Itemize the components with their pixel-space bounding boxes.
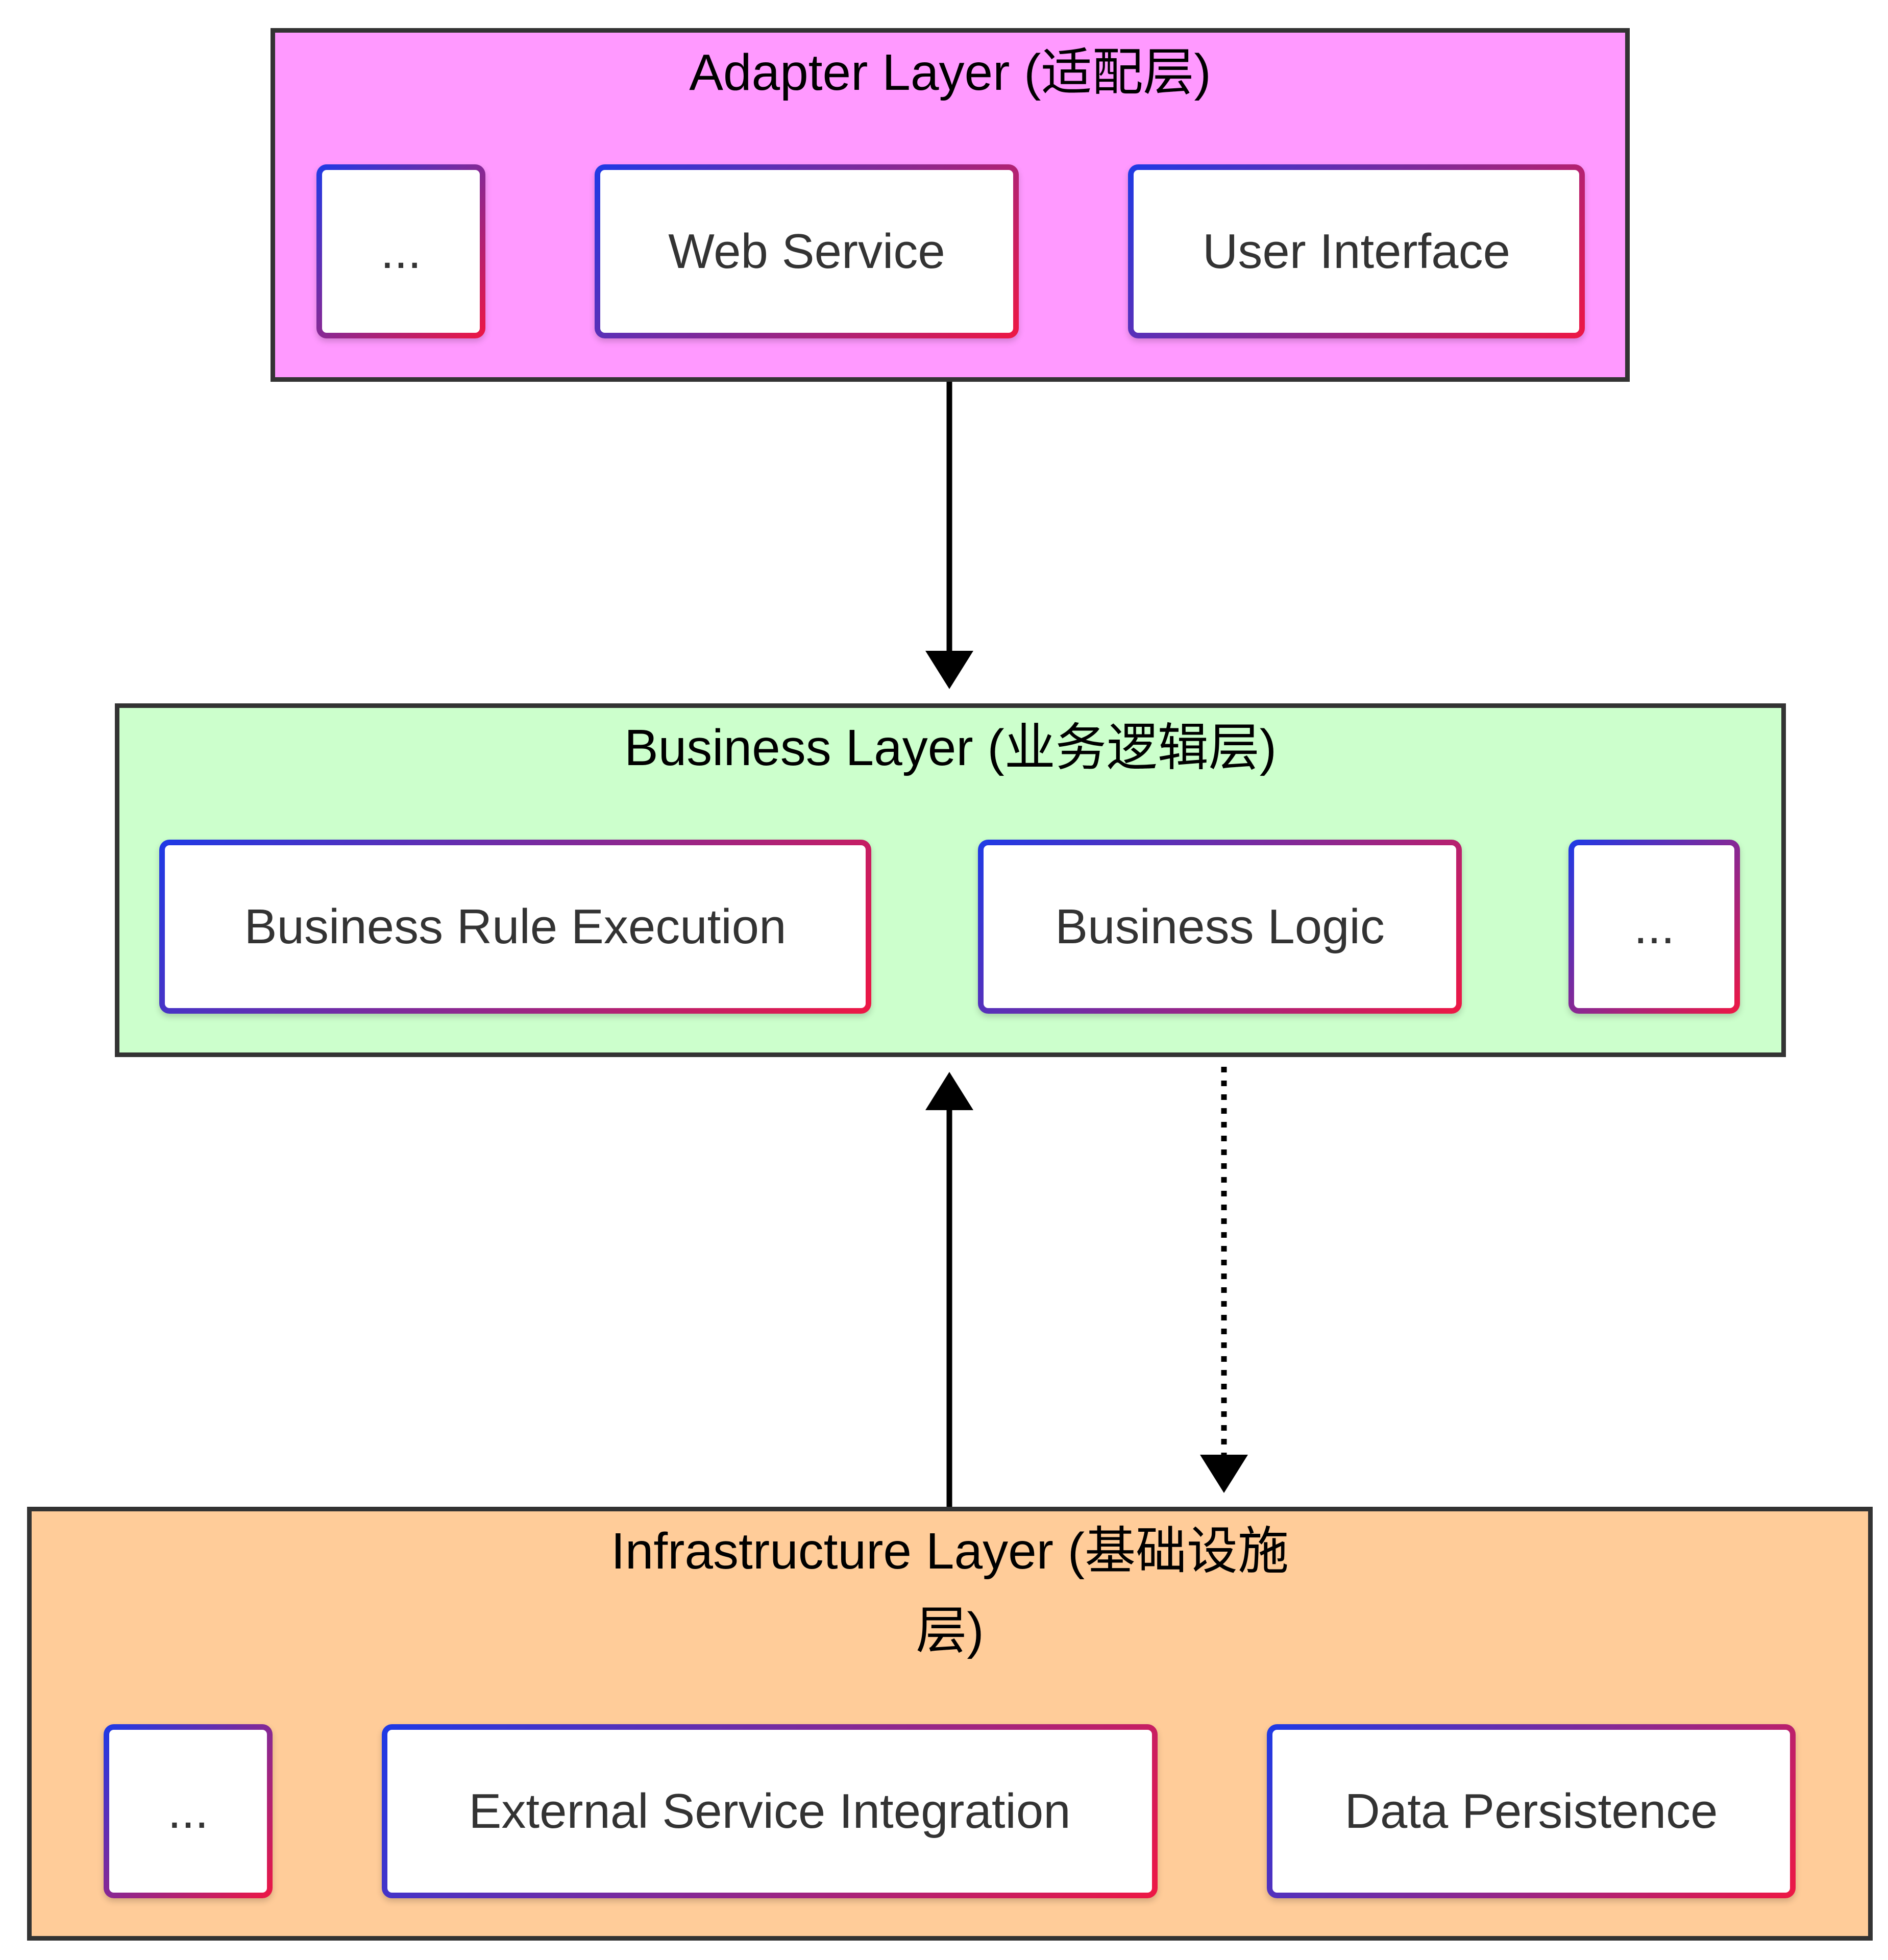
business-node-ellipsis[interactable]: ... bbox=[1568, 840, 1740, 1014]
edge-infrastructure-to-business-arrowhead bbox=[925, 1072, 973, 1110]
infrastructure-node-ellipsis[interactable]: ... bbox=[104, 1724, 273, 1898]
adapter-layer-title: Adapter Layer (适配层) bbox=[689, 44, 1211, 101]
infrastructure-node-external-service[interactable]: External Service Integration bbox=[382, 1724, 1158, 1898]
adapter-node-web-service[interactable]: Web Service bbox=[595, 164, 1019, 338]
business-node-business-logic[interactable]: Business Logic bbox=[978, 840, 1462, 1014]
edge-business-to-infrastructure-arrowhead bbox=[1200, 1455, 1248, 1493]
adapter-node-ellipsis[interactable]: ... bbox=[316, 164, 485, 338]
infrastructure-node-data-persistence[interactable]: Data Persistence bbox=[1267, 1724, 1796, 1898]
adapter-node-user-interface[interactable]: User Interface bbox=[1128, 164, 1585, 338]
edge-adapter-to-business-arrowhead bbox=[925, 651, 973, 689]
infrastructure-layer-title-line2: 层) bbox=[916, 1602, 984, 1659]
business-node-rule-execution[interactable]: Business Rule Execution bbox=[159, 840, 871, 1014]
infrastructure-layer-title-line1: Infrastructure Layer (基础设施 bbox=[610, 1523, 1289, 1580]
business-layer-title: Business Layer (业务逻辑层) bbox=[624, 719, 1277, 776]
